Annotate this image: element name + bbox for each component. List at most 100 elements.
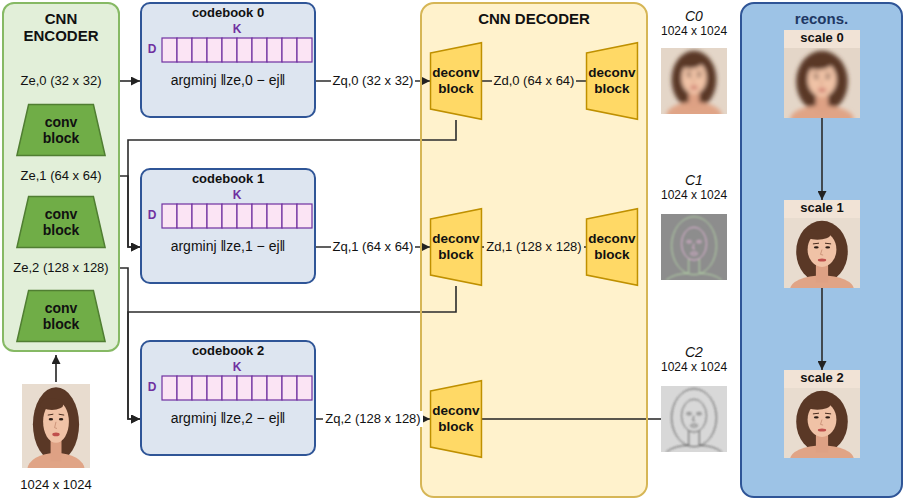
codebook-cell — [237, 376, 252, 400]
scale-picture — [784, 48, 860, 118]
block-label: conv block — [31, 114, 91, 146]
scale-picture — [784, 218, 860, 288]
fringe — [679, 59, 701, 68]
hair-edge — [672, 217, 717, 275]
image-size: 1024 x 1024 — [661, 25, 727, 39]
block-label: conv block — [31, 300, 91, 332]
block-label: deconv block — [586, 65, 638, 96]
hair — [796, 221, 848, 283]
block-label: deconv block — [430, 65, 482, 96]
quantizer-formula-slot: argminj ‖ze,0 − ej‖ — [144, 72, 312, 88]
component-name-slot: C0 — [685, 8, 703, 24]
codebook-cell — [222, 204, 237, 228]
hair — [796, 51, 848, 113]
deconv-outline — [431, 381, 482, 457]
scale-picture — [784, 388, 860, 458]
connector — [120, 268, 140, 419]
brow — [813, 243, 819, 245]
hair — [672, 51, 717, 109]
picture-ground — [784, 388, 860, 458]
block-label-slot: deconv block — [430, 231, 482, 262]
face-edge — [682, 227, 707, 260]
brow — [48, 414, 54, 416]
hair — [33, 387, 79, 461]
panel-title-slot: recons. — [747, 10, 897, 27]
eye — [49, 418, 53, 421]
codebook-cell — [282, 204, 297, 228]
codebook-title: codebook 1 — [148, 172, 308, 187]
codebook-cell — [267, 376, 282, 400]
codebook-cell — [252, 38, 267, 62]
block-label-slot: conv block — [31, 206, 91, 238]
edge-label: Zd,0 (64 x 64) — [492, 73, 577, 89]
panel-title: CNN ENCODER — [13, 10, 109, 45]
scale-label: scale 0 — [784, 31, 860, 46]
scale-label-slot: scale 0 — [784, 31, 860, 46]
codebook-cell — [192, 38, 207, 62]
edge-label-slot: Zq,2 (128 x 128) — [323, 411, 422, 427]
eye — [825, 246, 830, 248]
brow — [813, 73, 819, 75]
scale-image: scale 0 — [784, 30, 860, 118]
codebook-cell — [282, 38, 297, 62]
block-label-slot: deconv block — [586, 231, 638, 262]
lips — [690, 86, 697, 89]
panel-fill — [421, 3, 647, 497]
codebook-panel: codebook 0KDargminj ‖ze,0 − ej‖ — [140, 2, 316, 118]
face-picture — [661, 48, 727, 114]
edge-label-slot: Zq,0 (32 x 32) — [331, 73, 416, 89]
hair — [796, 391, 848, 453]
brow — [825, 413, 831, 415]
codebook-panel: codebook 1KDargminj ‖ze,1 − ej‖ — [140, 168, 316, 284]
picture-ground — [784, 218, 860, 288]
feature-label-slot: Ze,2 (128 x 128) — [4, 261, 118, 276]
deconv-block: deconv block — [430, 208, 482, 286]
codebook-cell — [267, 204, 282, 228]
deconv-block: deconv block — [430, 380, 482, 458]
deconv-block: deconv block — [586, 208, 638, 286]
conv-block: conv block — [16, 196, 106, 248]
codebook-cell — [237, 38, 252, 62]
nose — [821, 420, 824, 426]
image-size: 1024 x 1024 — [661, 189, 727, 203]
image-size-slot: 1024 x 1024 — [20, 478, 92, 493]
face-picture — [22, 384, 90, 468]
shoulder-edge — [666, 431, 688, 452]
eye — [59, 418, 63, 421]
quantizer-formula: argminj ‖ze,0 − ej‖ — [144, 72, 312, 88]
picture-ground — [661, 214, 727, 280]
codebook-title-slot: codebook 2 — [148, 344, 308, 359]
codebook-title-slot: codebook 0 — [148, 6, 308, 21]
face-figure — [27, 387, 84, 468]
conv-outline — [17, 197, 105, 248]
connector — [821, 288, 823, 370]
output-wire — [482, 418, 661, 420]
face-picture — [784, 48, 860, 118]
face-edge — [682, 399, 707, 432]
feature-label: Ze,2 (128 x 128) — [4, 261, 118, 276]
scale-label: scale 2 — [784, 371, 860, 386]
panel-fill — [741, 3, 902, 497]
dimension-label-slot: K — [227, 189, 247, 203]
feature-label: Ze,1 (64 x 64) — [4, 169, 118, 184]
nose — [821, 80, 824, 86]
edge-label-slot: Zq,1 (64 x 64) — [331, 239, 416, 255]
block-label-slot: conv block — [31, 114, 91, 146]
reconstruction-panel: recons.scale 0scale 1scale 2 — [740, 2, 903, 498]
brow — [825, 243, 831, 245]
brow — [825, 73, 831, 75]
nose-edge — [693, 416, 695, 421]
scale-label-slot: scale 2 — [784, 371, 860, 386]
brow — [59, 414, 64, 416]
panel-title-slot: CNN DECODER — [429, 10, 639, 27]
deconv-outline — [587, 43, 638, 119]
eye-edge — [697, 241, 702, 243]
block-label: conv block — [31, 206, 91, 238]
block-label-slot: deconv block — [430, 403, 482, 434]
fringe — [805, 230, 831, 240]
codebook-cell — [267, 38, 282, 62]
codebook-grid — [142, 170, 314, 282]
codebook-cell — [162, 204, 177, 228]
codebook-cell — [252, 204, 267, 228]
eye-edge — [697, 413, 702, 415]
